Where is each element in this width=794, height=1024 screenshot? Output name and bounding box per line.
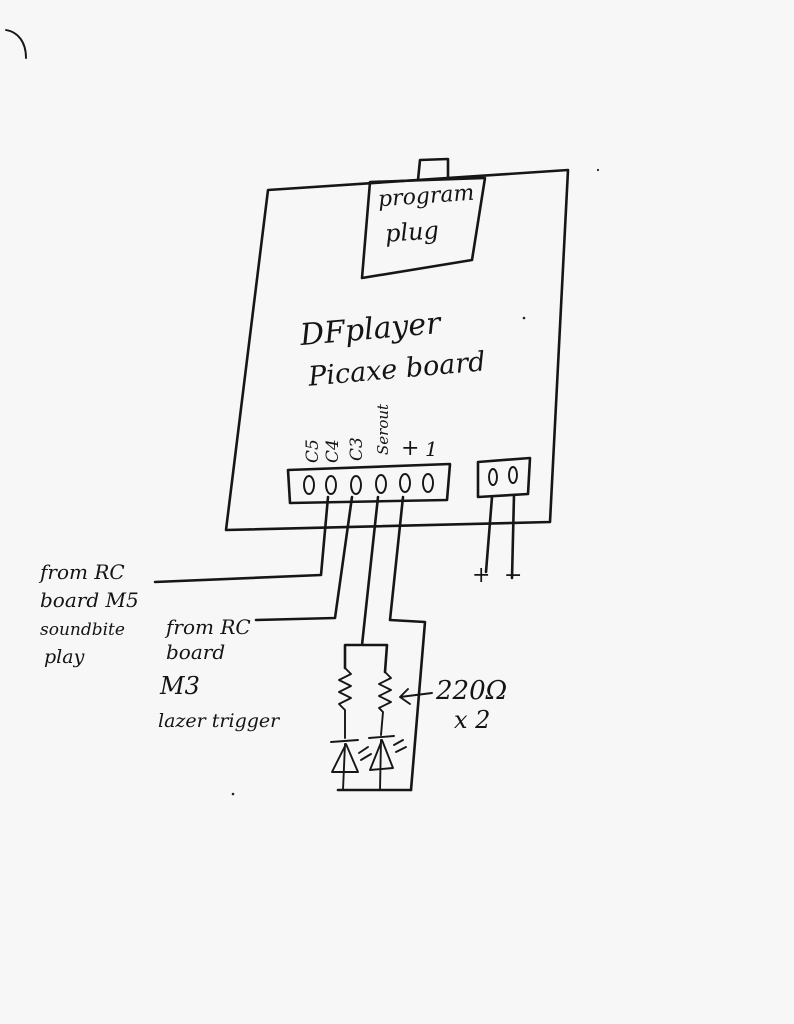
power-lead-plus xyxy=(484,495,494,574)
main-connector xyxy=(286,462,452,505)
pin-label-c3: C3 xyxy=(347,437,367,461)
note-m5-line1: from RC xyxy=(40,560,125,584)
wire-c5 xyxy=(153,495,330,584)
pin-label-one: 1 xyxy=(425,437,438,461)
note-m3-line1: from RC xyxy=(166,615,251,639)
note-m5-line4: play xyxy=(44,646,85,668)
resistor-callout-arrow xyxy=(399,688,433,705)
program-plug-box xyxy=(360,176,487,280)
led-left-rays xyxy=(358,746,372,761)
pin-label-plus: + xyxy=(401,436,420,461)
power-pin-minus xyxy=(508,466,518,484)
pin-label-serout: Serout xyxy=(374,403,392,455)
pin-label-c5: C5 xyxy=(303,439,323,463)
program-plug-tab xyxy=(416,157,450,182)
pin-serout xyxy=(375,474,387,494)
stray-dot xyxy=(231,792,235,796)
note-m3-line3: M3 xyxy=(160,672,200,700)
wire-c4 xyxy=(254,495,354,622)
led-right xyxy=(368,735,395,791)
note-m5-line3: soundbite xyxy=(40,620,125,640)
pin-c4 xyxy=(325,475,337,495)
stray-dot xyxy=(596,168,600,172)
pin-one xyxy=(422,473,434,493)
power-pin-plus xyxy=(488,468,498,486)
power-label-plus: + xyxy=(472,563,491,588)
note-m5-line2: board M5 xyxy=(40,588,139,612)
power-label-minus: − xyxy=(504,563,523,588)
board-outline xyxy=(224,168,570,532)
led-right-rays xyxy=(393,739,407,753)
wire-branch-left xyxy=(343,643,362,670)
page-corner-mark xyxy=(5,29,27,59)
program-plug-label-line2: plug xyxy=(384,216,440,248)
resistor-note-line1: 220Ω xyxy=(436,676,508,706)
resistor-right xyxy=(378,671,392,736)
led-left xyxy=(330,739,359,791)
pin-c3 xyxy=(350,475,362,495)
pin-label-c4: C4 xyxy=(323,439,343,463)
note-m3-line4: lazer trigger xyxy=(158,710,280,732)
note-m3-line2: board xyxy=(166,640,226,664)
pin-plus xyxy=(399,473,411,493)
power-connector xyxy=(476,456,532,499)
wire-one xyxy=(388,495,427,792)
stray-dot xyxy=(522,316,526,320)
pin-c5 xyxy=(303,475,315,495)
resistor-left xyxy=(338,667,352,739)
resistor-note-line2: x 2 xyxy=(454,706,491,734)
wire-serout xyxy=(360,495,389,674)
main-connector-pins xyxy=(303,473,434,495)
power-lead-minus xyxy=(510,493,516,580)
